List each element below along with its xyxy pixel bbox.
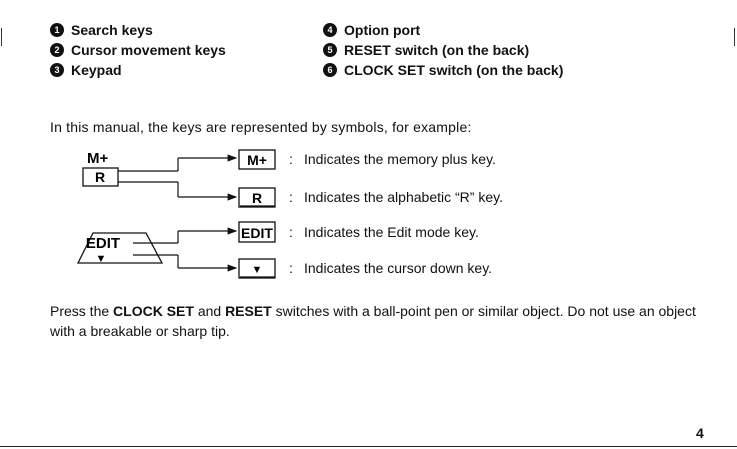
- legend-item-reset-switch: 5 RESET switch (on the back): [323, 40, 563, 60]
- legend-label: CLOCK SET switch (on the back): [344, 62, 564, 78]
- colon: :: [289, 224, 293, 240]
- legend-label: RESET switch (on the back): [344, 42, 530, 58]
- source-key-r-box: [82, 167, 119, 187]
- symbol-r-box: [238, 187, 276, 208]
- source-key-r: R: [95, 169, 105, 185]
- intro-text: In this manual, the keys are represented…: [50, 119, 472, 135]
- legend-label: Option port: [344, 22, 421, 38]
- legend-item-cursor-keys: 2 Cursor movement keys: [50, 40, 226, 60]
- source-key-m-plus: M+: [87, 150, 108, 167]
- legend-item-search-keys: 1 Search keys: [50, 20, 226, 40]
- symbol-m-plus: M+: [247, 152, 267, 168]
- legend-label: Cursor movement keys: [71, 42, 226, 58]
- colon: :: [289, 260, 293, 276]
- symbol-m-plus-box: [238, 149, 276, 170]
- bottom-rule: [0, 446, 737, 447]
- reset-term: RESET: [225, 303, 272, 319]
- symbol-cursor-down: ▼: [252, 264, 263, 276]
- colon: :: [289, 189, 293, 205]
- scan-edge-mark: [734, 28, 735, 46]
- legend-left: 1 Search keys 2 Cursor movement keys 3 K…: [50, 20, 226, 80]
- description-r: Indicates the alphabetic “R” key.: [304, 189, 503, 205]
- legend-label: Search keys: [71, 22, 153, 38]
- legend-right: 4 Option port 5 RESET switch (on the bac…: [323, 20, 563, 80]
- bullet-5: 5: [323, 43, 337, 57]
- description-cursor-down: Indicates the cursor down key.: [304, 260, 493, 276]
- legend-label: Keypad: [71, 62, 122, 78]
- scan-edge-mark: [1, 28, 2, 46]
- bullet-3: 3: [50, 63, 64, 77]
- description-m-plus: Indicates the memory plus key.: [304, 151, 496, 167]
- bullet-4: 4: [323, 23, 337, 37]
- bullet-2: 2: [50, 43, 64, 57]
- symbol-cursor-down-box: [238, 258, 276, 279]
- description-edit: Indicates the Edit mode key.: [304, 224, 479, 240]
- colon: :: [289, 151, 293, 167]
- legend-item-option-port: 4 Option port: [323, 20, 563, 40]
- symbol-r: R: [252, 190, 262, 206]
- symbol-edit-box: [238, 221, 276, 243]
- source-key-edit: EDIT: [86, 235, 120, 252]
- bullet-1: 1: [50, 23, 64, 37]
- clock-set-term: CLOCK SET: [113, 303, 194, 319]
- legend-item-clock-set-switch: 6 CLOCK SET switch (on the back): [323, 60, 563, 80]
- symbol-edit: EDIT: [241, 225, 273, 241]
- legend-item-keypad: 3 Keypad: [50, 60, 226, 80]
- source-keycap-edit: [76, 232, 164, 264]
- bullet-6: 6: [323, 63, 337, 77]
- instruction-paragraph: Press the CLOCK SET and RESET switches w…: [50, 303, 696, 339]
- page-number: 4: [696, 425, 704, 441]
- source-key-cursor-down: ▼: [96, 253, 107, 265]
